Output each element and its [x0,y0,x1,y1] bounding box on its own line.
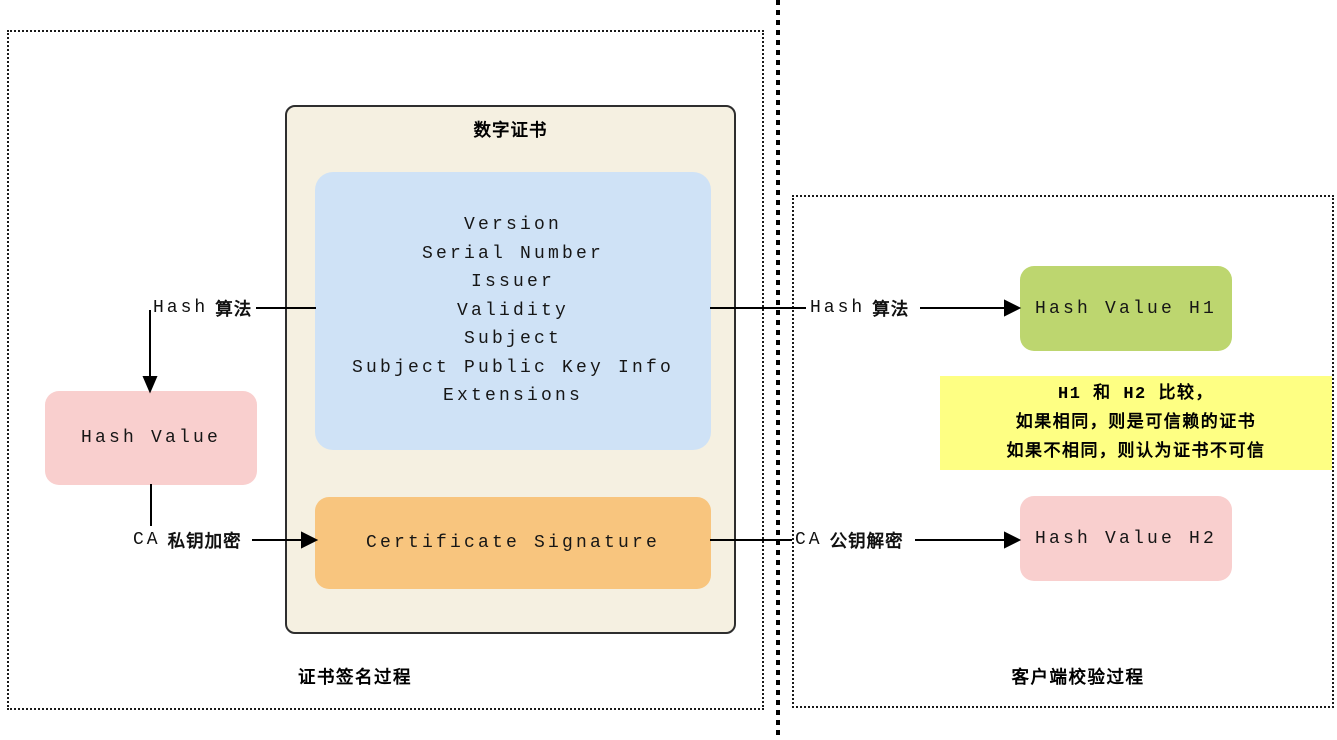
certificate-signature-label: Certificate Signature [365,533,661,553]
field-issuer: Issuer [470,272,555,293]
hash-value-label: Hash Value [80,428,222,448]
hash-algo-left-zh: 算法 [215,299,253,320]
certificate-fields-text: Version Serial Number Issuer Validity Su… [352,211,674,411]
field-subject-public-key-info: Subject Public Key Info [351,357,675,378]
certificate-title: 数字证书 [473,121,548,141]
hash-algo-right-zh: 算法 [872,299,910,320]
hash-value-h1-label: Hash Value H1 [1034,298,1218,319]
ca-decrypt-en: CA [795,530,823,550]
ca-encrypt-en: CA [133,530,161,550]
compare-note: H1 和 H2 比较， 如果相同，则是可信赖的证书 如果不相同，则认为证书不可信 [940,376,1332,470]
verification-process-region [792,195,1334,708]
center-divider [776,0,780,740]
field-validity: Validity [456,300,569,321]
ca-decrypt-label: CA 公钥解密 [795,528,904,552]
hash-value-box: Hash Value [45,391,257,485]
certificate-fields-box: Version Serial Number Issuer Validity Su… [315,172,711,450]
compare-note-line-3: 如果不相同，则认为证书不可信 [1006,442,1266,462]
verification-process-caption: 客户端校验过程 [1011,668,1145,688]
hash-algo-right-en: Hash [810,298,866,318]
hash-value-h1-box: Hash Value H1 [1020,266,1232,351]
hash-algo-label-left: Hash 算法 [153,296,252,320]
field-extensions: Extensions [442,386,583,407]
compare-note-line-1: H1 和 H2 比较， [1058,384,1214,404]
certificate-signature-box: Certificate Signature [315,497,711,589]
compare-note-line-2: 如果相同，则是可信赖的证书 [1015,413,1257,433]
signing-process-region [7,30,764,710]
hash-algo-label-right: Hash 算法 [810,296,909,320]
signing-process-caption: 证书签名过程 [298,668,412,688]
field-serial-number: Serial Number [421,243,604,264]
ca-encrypt-label: CA 私钥加密 [133,528,242,552]
field-subject: Subject [463,329,562,350]
ca-decrypt-zh: 公钥解密 [829,531,904,552]
ca-encrypt-zh: 私钥加密 [167,531,242,552]
field-version: Version [463,214,562,235]
hash-value-h2-label: Hash Value H2 [1034,528,1218,549]
hash-value-h2-box: Hash Value H2 [1020,496,1232,581]
hash-algo-left-en: Hash [153,298,209,318]
